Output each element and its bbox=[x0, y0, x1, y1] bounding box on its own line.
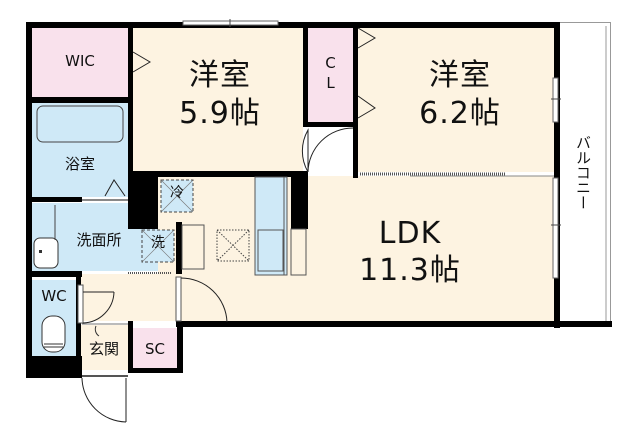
ldk-name: LDK bbox=[378, 216, 442, 251]
room2-name: 洋室 bbox=[429, 58, 491, 93]
wall-balcony-bottom bbox=[554, 321, 612, 327]
wall-entrance-right bbox=[128, 321, 133, 371]
washer-label: 洗 bbox=[151, 235, 165, 251]
fridge-label: 冷 bbox=[170, 185, 184, 201]
wall-room1-closet bbox=[303, 22, 308, 126]
wall-bottom-ldk bbox=[176, 321, 612, 327]
wall-closet-bottom bbox=[303, 122, 358, 127]
room2-size: 6.2帖 bbox=[419, 96, 501, 131]
bathroom-label: 浴室 bbox=[64, 155, 95, 173]
wall-wic-bath bbox=[26, 97, 133, 103]
shoe-closet-label: SC bbox=[145, 340, 165, 358]
western-room-2 bbox=[358, 28, 554, 172]
wall-bottom-left bbox=[26, 356, 82, 378]
washroom-label: 洗面所 bbox=[76, 231, 122, 249]
shoe-closet-room bbox=[133, 328, 177, 368]
room1-name: 洋室 bbox=[189, 58, 251, 93]
room1-size: 5.9帖 bbox=[179, 96, 261, 131]
wic-label: WIC bbox=[65, 52, 95, 70]
wall-room1-bottom bbox=[128, 171, 308, 177]
wall-bath-wash bbox=[26, 197, 82, 202]
toilet-label: WC bbox=[41, 287, 67, 305]
wic-room bbox=[32, 28, 128, 98]
wall-toilet-right bbox=[76, 271, 81, 378]
balcony-area bbox=[560, 22, 611, 324]
wall-sc-right bbox=[177, 321, 183, 371]
closet-label-l: L bbox=[326, 74, 335, 92]
wall-wash-right bbox=[176, 222, 182, 274]
wall-right bbox=[554, 22, 560, 328]
entrance-room bbox=[80, 325, 128, 370]
ldk-room bbox=[308, 176, 554, 321]
wall-top bbox=[26, 22, 560, 28]
wall-sc-bottom bbox=[128, 368, 183, 373]
ldk-size: 11.3帖 bbox=[359, 253, 461, 288]
wall-kitchen-right-pillar bbox=[291, 171, 308, 229]
entrance-label: 玄関 bbox=[88, 340, 119, 358]
wall-wash-bottom bbox=[26, 271, 82, 277]
closet-room bbox=[308, 28, 353, 122]
western-room-1 bbox=[133, 28, 303, 172]
closet-label-c: C bbox=[325, 54, 336, 72]
wall-kitchen-pillar bbox=[128, 171, 158, 229]
balcony-label: バルコニー bbox=[574, 135, 592, 210]
wall-closet-room2 bbox=[353, 22, 358, 178]
hallway bbox=[80, 274, 310, 321]
